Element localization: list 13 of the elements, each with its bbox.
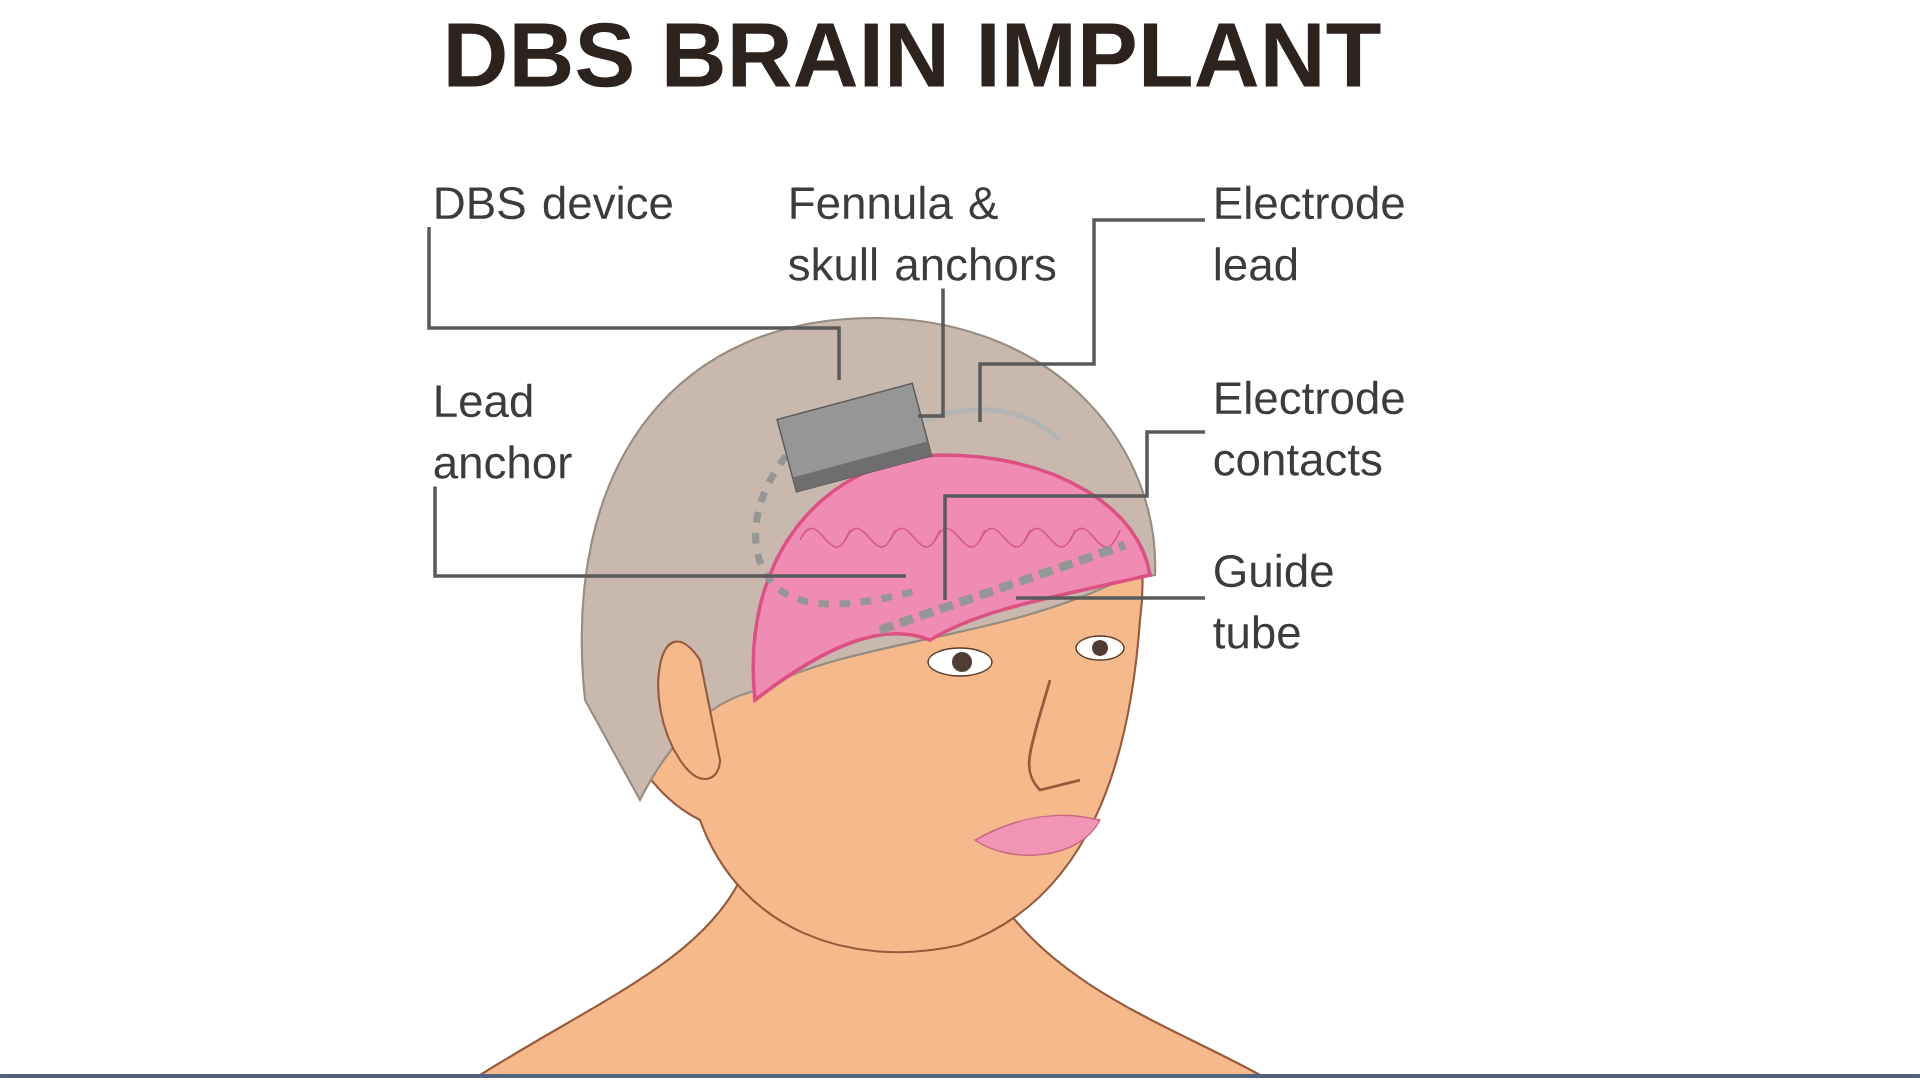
leader-line: [943, 430, 1205, 600]
leader-line: [433, 486, 906, 578]
callout-label: Guide tube: [1213, 553, 1333, 649]
callout-label: Lead anchor: [434, 383, 572, 479]
leader-line: [978, 218, 1205, 422]
leader-line: [1016, 596, 1205, 600]
callout-label: Fennula & skull anchors: [789, 185, 1056, 281]
callout-label: Electrode lead: [1215, 185, 1404, 281]
leader-line: [918, 288, 945, 418]
leader-line: [427, 227, 841, 380]
callout-label: Electrode contacts: [1214, 380, 1404, 476]
callout-label: DBS device: [436, 185, 672, 220]
title: DBS BRAIN IMPLANT: [448, 22, 1381, 88]
